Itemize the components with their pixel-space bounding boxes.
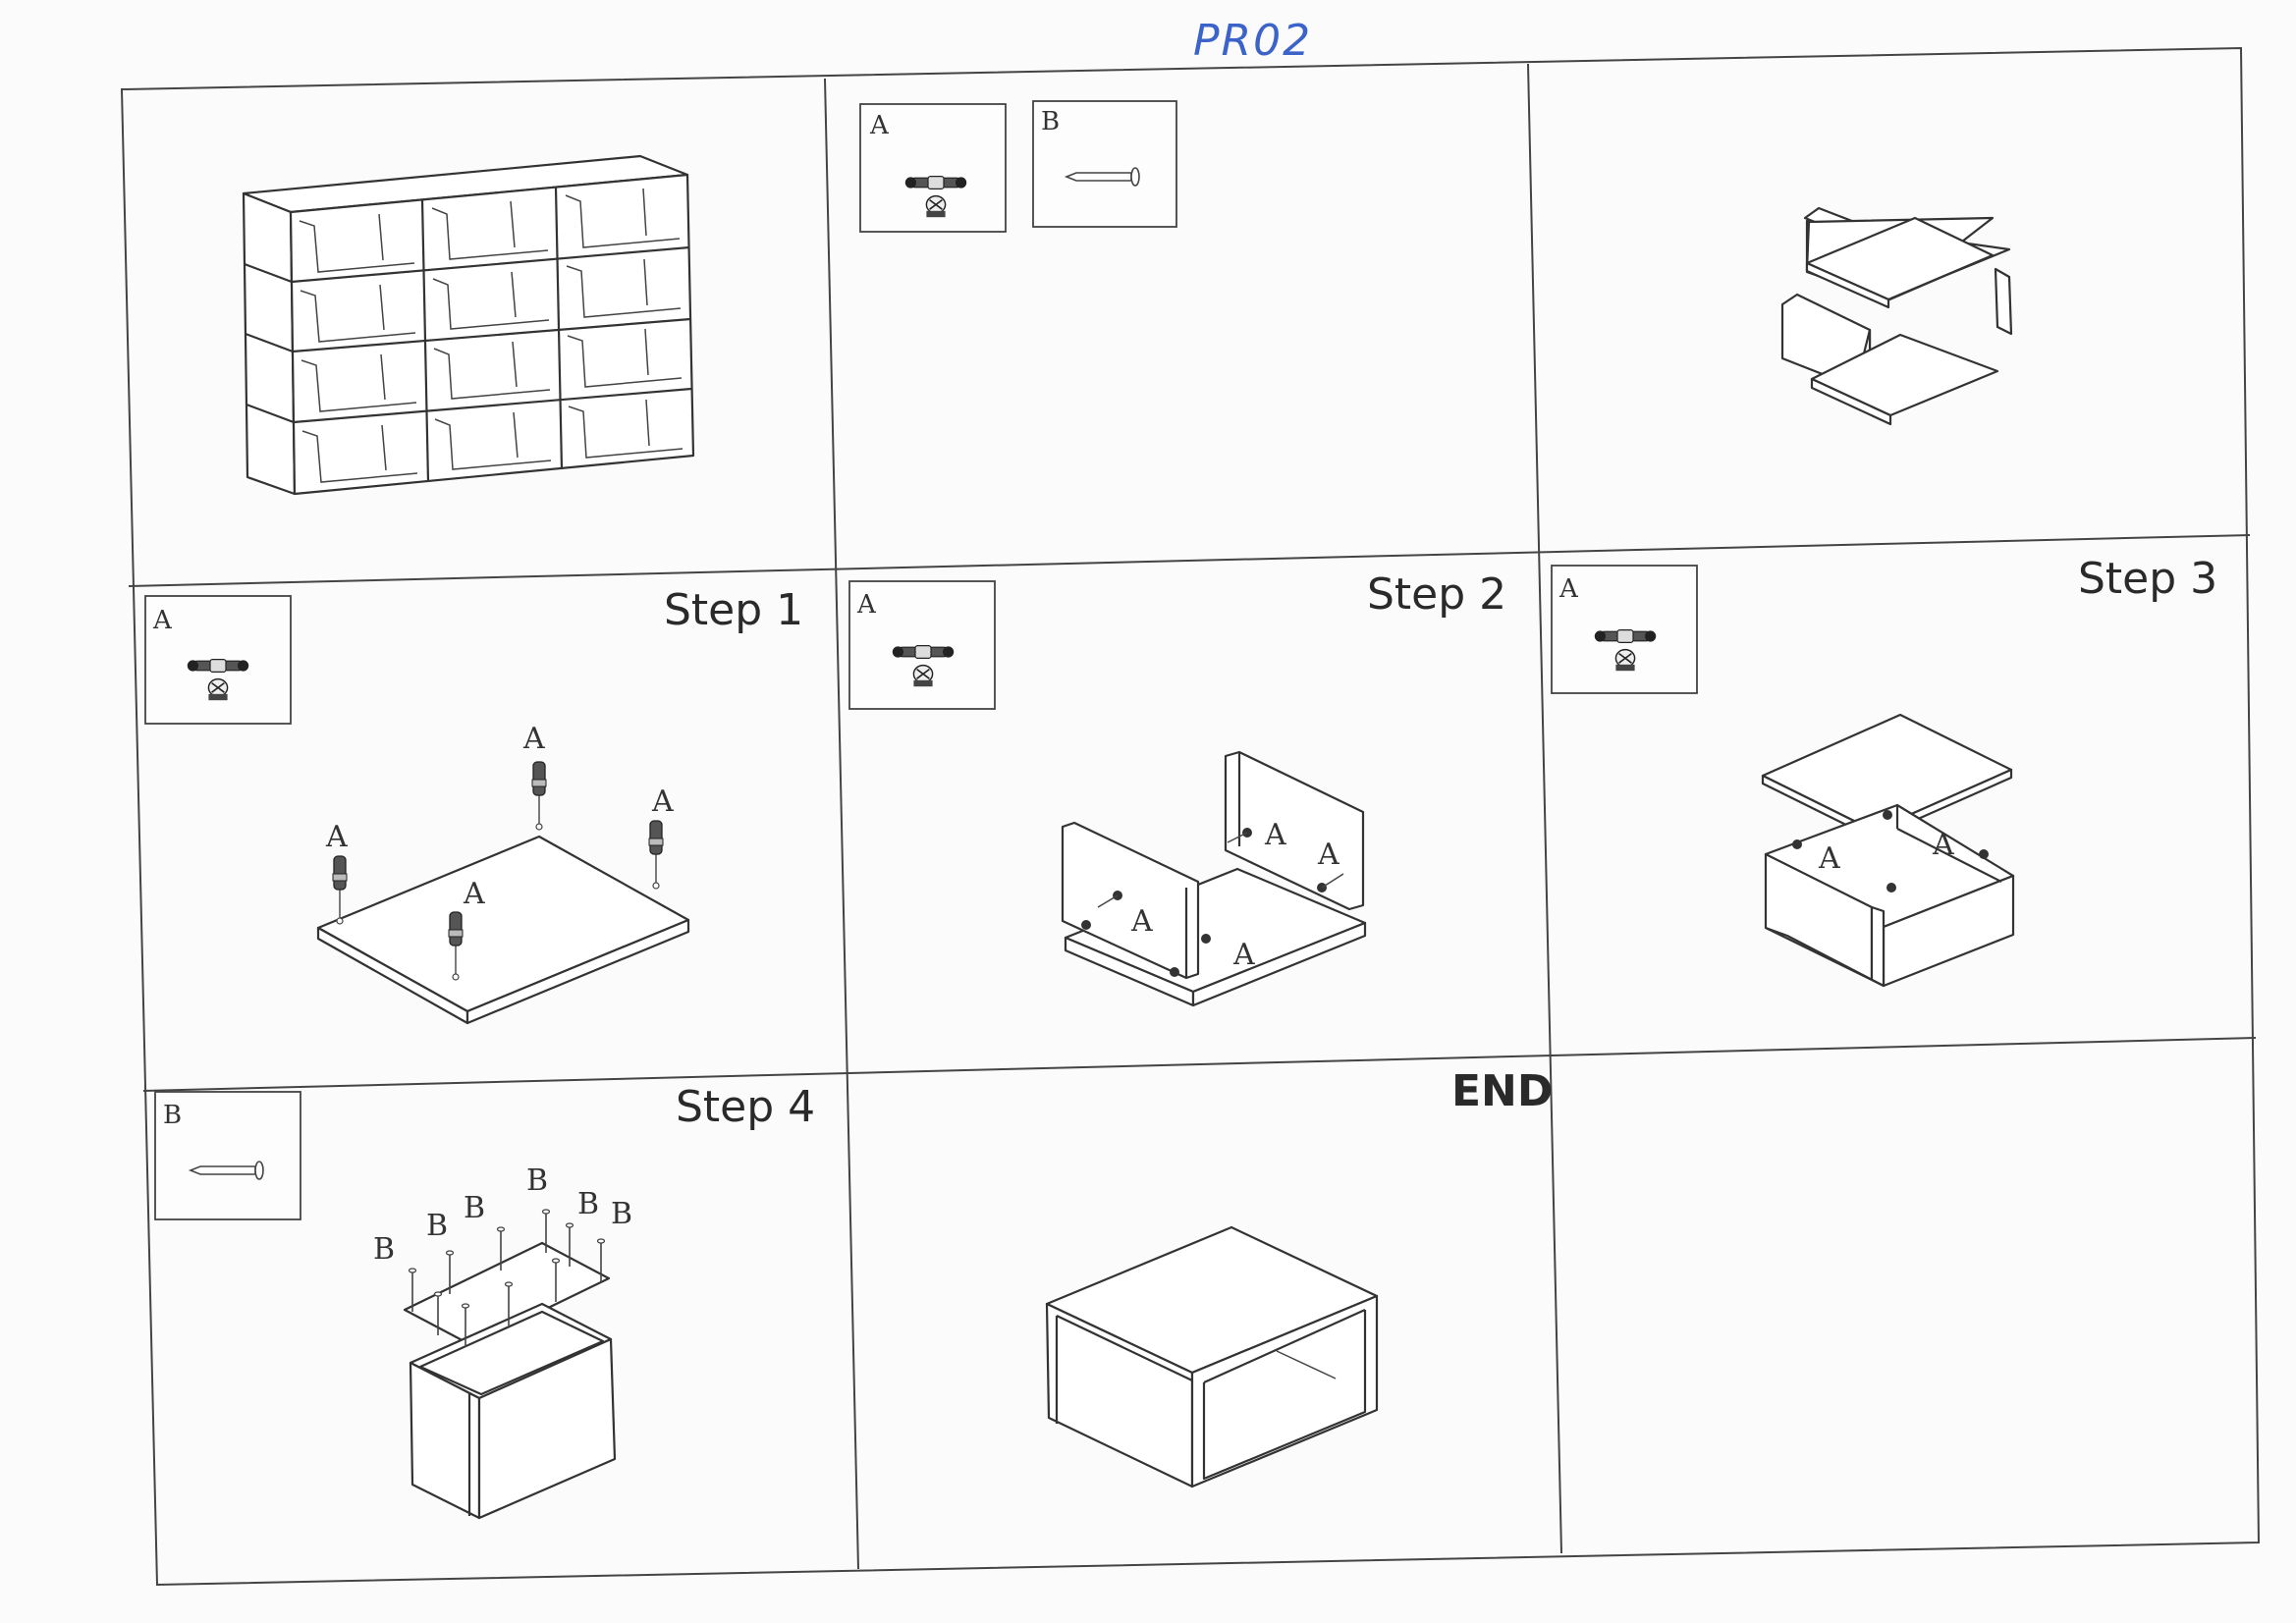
overview-cube-shelf-drawing <box>242 154 695 496</box>
step-4-part-label: B <box>163 1101 182 1130</box>
step-1-callout: A <box>522 722 545 756</box>
step-1-callout: A <box>463 877 485 911</box>
step-2-callout: A <box>1130 904 1153 939</box>
end-panel: END <box>1045 1066 1553 1488</box>
part-a-box: A <box>859 103 1007 233</box>
panel-grid <box>120 46 2261 1587</box>
step-1-title: Step 1 <box>664 585 803 635</box>
part-b-box: B <box>1032 100 1177 228</box>
step-1-part-label: A <box>152 606 173 635</box>
step-2-callout: A <box>1317 838 1339 872</box>
step-1-panel: Step 1 A A A A A <box>144 585 803 1025</box>
step-4-title: Step 4 <box>676 1082 815 1132</box>
step-4-callout: B <box>526 1163 548 1198</box>
step-3-title: Step 3 <box>2078 554 2217 604</box>
step-4-callout: B <box>373 1232 395 1267</box>
end-title: END <box>1451 1066 1553 1116</box>
step-2-part-label: A <box>856 590 877 620</box>
step-2-callout: A <box>1264 818 1286 852</box>
step-4-callout: B <box>611 1197 632 1231</box>
step-1-callout: A <box>651 784 674 819</box>
step-4-callout: B <box>577 1187 599 1221</box>
step-2-title: Step 2 <box>1367 569 1506 620</box>
part-a-label: A <box>869 111 890 140</box>
parts-list-panel: A B <box>859 100 1177 233</box>
part-b-label: B <box>1041 107 1060 136</box>
step-2-callout: A <box>1232 938 1255 972</box>
step-2-panel: Step 2 A A A A A <box>848 569 1506 1007</box>
document-code: PR02 <box>1193 16 1312 66</box>
step-1-callout: A <box>325 820 348 854</box>
step-4-callout: B <box>426 1209 448 1243</box>
step-3-panel: Step 3 A A A <box>1551 554 2217 988</box>
bolt-left <box>332 855 348 925</box>
step-3-part-label: A <box>1558 574 1579 604</box>
exploded-view-drawing <box>1780 206 2013 426</box>
step-3-callout: A <box>1818 841 1840 876</box>
step-3-callout: A <box>1932 828 1954 862</box>
step-4-panel: Step 4 B B B B B B B <box>154 1082 815 1520</box>
bolt-rear <box>531 761 547 831</box>
bolt-right <box>648 820 664 890</box>
step-4-callout: B <box>464 1191 485 1225</box>
